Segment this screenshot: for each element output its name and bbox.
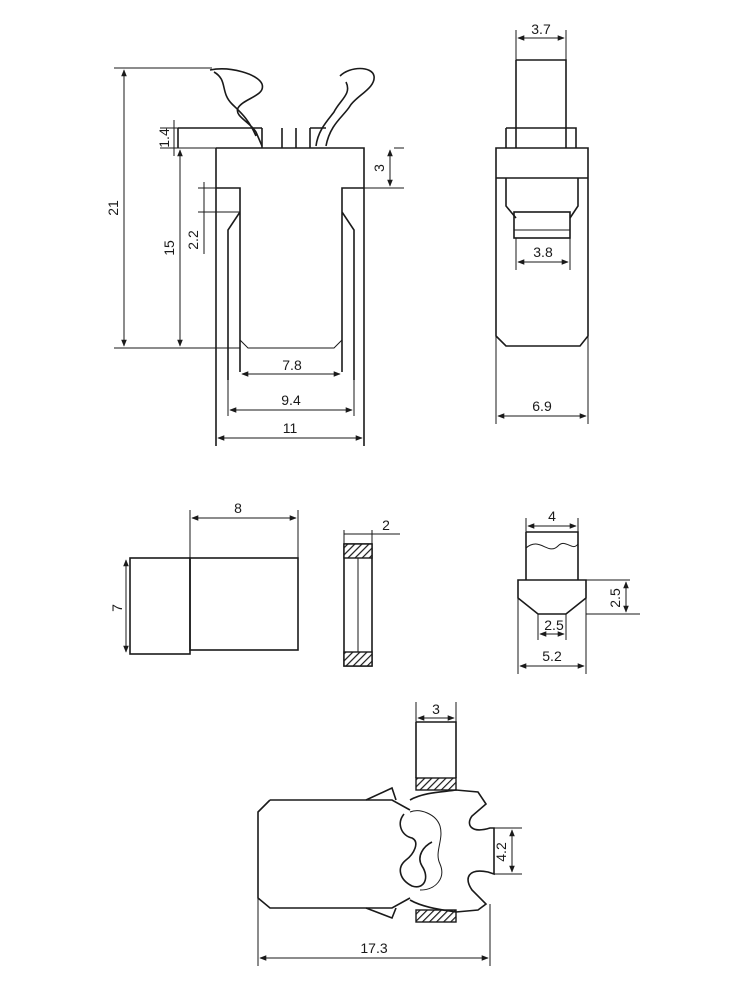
dim-side-depth: 6.9 bbox=[532, 398, 552, 414]
assembly-spring-detail bbox=[409, 810, 443, 891]
actuator-base bbox=[517, 579, 587, 615]
assembly-view: 3 4.2 17.3 bbox=[257, 701, 522, 966]
dim-side-window-width: 3.8 bbox=[533, 244, 553, 260]
dim-assembly-plunger: 3 bbox=[432, 701, 440, 717]
dim-outer-width: 11 bbox=[283, 420, 298, 436]
dim-mid-width: 9.4 bbox=[281, 392, 301, 408]
side-window bbox=[505, 178, 579, 219]
dim-actuator-base: 5.2 bbox=[542, 648, 562, 664]
dim-top-band: 3 bbox=[371, 164, 387, 172]
dim-body-height: 15 bbox=[161, 240, 177, 256]
assembly-housing bbox=[257, 799, 411, 909]
assembly-hatch-bottom bbox=[415, 909, 457, 923]
block-main bbox=[189, 557, 299, 651]
dim-ring-thickness: 2 bbox=[382, 517, 390, 533]
side-collar bbox=[505, 127, 577, 148]
dim-block-height: 7 bbox=[109, 604, 125, 612]
dim-tab-thickness: 1.4 bbox=[156, 128, 172, 148]
side-window-inner bbox=[513, 211, 571, 239]
assembly-spring-inner bbox=[399, 813, 433, 888]
assembly-tab-top bbox=[365, 786, 397, 801]
ring-hatch-bottom bbox=[343, 651, 373, 667]
assembly-plunger bbox=[415, 721, 457, 778]
dim-actuator-width: 4 bbox=[548, 508, 556, 524]
block-view: 8 7 bbox=[109, 500, 299, 655]
front-spring-right bbox=[315, 67, 375, 147]
actuator-break-line bbox=[525, 542, 579, 550]
dim-actuator-notch: 2.5 bbox=[544, 617, 564, 633]
front-body-outline bbox=[215, 147, 365, 446]
assembly-spring bbox=[409, 789, 495, 913]
actuator-view: 4 2.5 2.5 5.2 bbox=[517, 508, 640, 674]
front-tab-block bbox=[261, 128, 311, 148]
side-view: 3.7 3.8 6.9 bbox=[495, 21, 589, 424]
assembly-tab-bottom bbox=[365, 907, 397, 920]
dim-side-top-width: 3.7 bbox=[531, 21, 551, 37]
front-top-tab bbox=[177, 127, 326, 148]
dim-assembly-length: 17.3 bbox=[360, 940, 387, 956]
front-spring-left bbox=[209, 68, 264, 147]
dim-overall-height: 21 bbox=[105, 200, 121, 216]
block-front bbox=[129, 557, 191, 655]
dim-block-width: 8 bbox=[234, 500, 242, 516]
front-slot-right bbox=[341, 187, 364, 380]
front-slot-left bbox=[216, 187, 241, 380]
front-view: 21 1.4 15 2.2 3 7.8 9.4 11 bbox=[105, 67, 404, 446]
assembly-hatch-top bbox=[415, 777, 457, 791]
dim-assembly-gap: 4.2 bbox=[493, 842, 509, 862]
ring-hatch-top bbox=[343, 543, 373, 559]
side-top-plunger bbox=[515, 59, 567, 148]
ring-view: 2 bbox=[343, 517, 400, 667]
dim-actuator-step: 2.5 bbox=[607, 588, 623, 608]
actuator-stem bbox=[525, 531, 579, 580]
front-inner-chamfer bbox=[239, 339, 343, 349]
dim-slot-depth: 2.2 bbox=[185, 230, 201, 250]
dim-inner-width: 7.8 bbox=[282, 357, 302, 373]
